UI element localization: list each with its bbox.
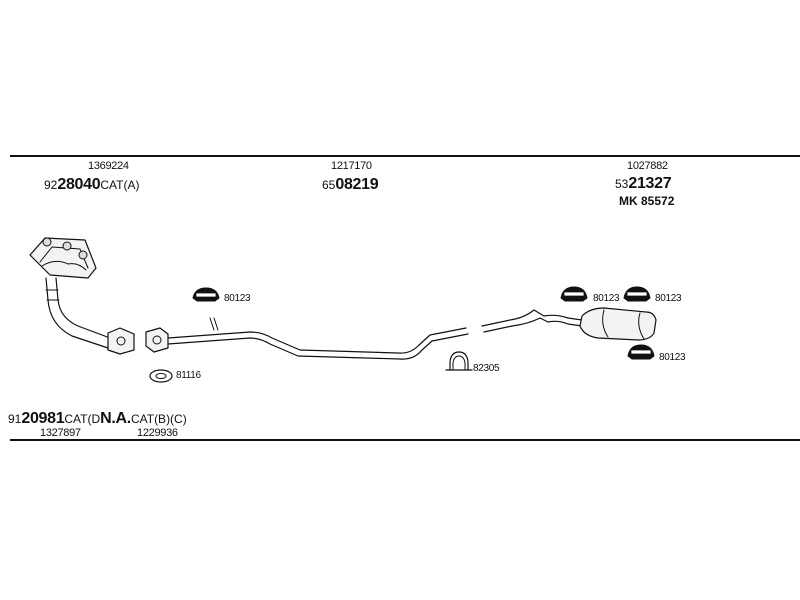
center-pipe-part-number: 6508219 — [322, 176, 379, 194]
center-pipe-reference-number: 1217170 — [331, 160, 372, 172]
manifold-part-main: 28040 — [57, 176, 101, 193]
center-pipe-part-main: 08219 — [335, 176, 379, 193]
rear-silencer-mounting-kit: MK 85572 — [619, 194, 675, 208]
rear-silencer-part-main: 21327 — [628, 175, 672, 192]
rubber-mount-icon — [623, 286, 651, 302]
manifold-part-prefix: 92 — [44, 178, 58, 192]
rear-silencer-part-prefix: 53 — [615, 177, 629, 191]
center-pipe-part-prefix: 65 — [322, 178, 336, 192]
clamp-tag: 82305 — [473, 363, 500, 374]
manifold-reference-number: 1369224 — [88, 160, 129, 172]
catalyst-reference-number-left: 1327897 — [40, 427, 81, 439]
center-pipe-icon — [145, 317, 469, 360]
mount-tag-4: 80123 — [659, 352, 686, 363]
gasket-icon — [149, 369, 173, 383]
gasket-tag: 81116 — [176, 370, 201, 381]
top-divider-line — [10, 155, 800, 157]
catalyst-part-main: 20981 — [21, 410, 65, 427]
catalyst-part-mid: CAT(D — [64, 412, 101, 426]
catalyst-part-number: 9120981CAT(DN.A.CAT(B)(C) — [8, 410, 187, 428]
manifold-part-suffix: CAT(A) — [100, 178, 140, 192]
rubber-mount-icon — [560, 286, 588, 302]
rear-silencer-part-number: 5321327 — [615, 175, 672, 193]
downpipe-flange-icon — [107, 327, 135, 355]
rubber-mount-icon — [192, 287, 220, 302]
mount-tag-2: 80123 — [593, 293, 620, 304]
catalyst-part-prefix: 91 — [8, 412, 22, 426]
catalyst-na-suffix: CAT(B)(C) — [130, 412, 187, 426]
exhaust-manifold-icon — [29, 237, 111, 349]
catalyst-reference-number-right: 1229936 — [137, 427, 178, 439]
clamp-icon — [445, 351, 473, 371]
mount-tag-3: 80123 — [655, 293, 682, 304]
rear-silencer-icon — [481, 307, 657, 341]
rubber-mount-icon — [627, 344, 655, 360]
catalyst-na-label: N.A. — [100, 410, 131, 427]
mount-tag-1: 80123 — [224, 293, 251, 304]
bottom-divider-line — [10, 439, 800, 441]
manifold-part-number: 9228040CAT(A) — [44, 176, 139, 194]
rear-silencer-reference-number: 1027882 — [627, 160, 668, 172]
